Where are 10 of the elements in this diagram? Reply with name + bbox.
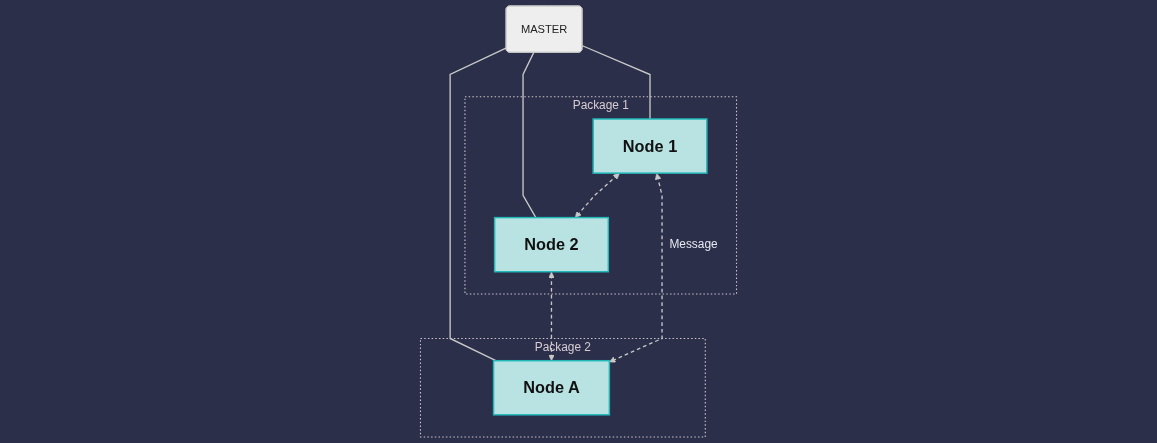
edge-label: Message	[669, 237, 718, 251]
arrow	[548, 271, 555, 361]
node-box: Node A	[492, 359, 611, 416]
node-box: Node 2	[493, 216, 610, 273]
arrow	[574, 173, 620, 218]
node-box: Node 1	[592, 118, 708, 174]
connector	[581, 45, 651, 120]
connector	[449, 47, 508, 362]
connector	[522, 51, 537, 219]
arrow	[609, 173, 663, 363]
